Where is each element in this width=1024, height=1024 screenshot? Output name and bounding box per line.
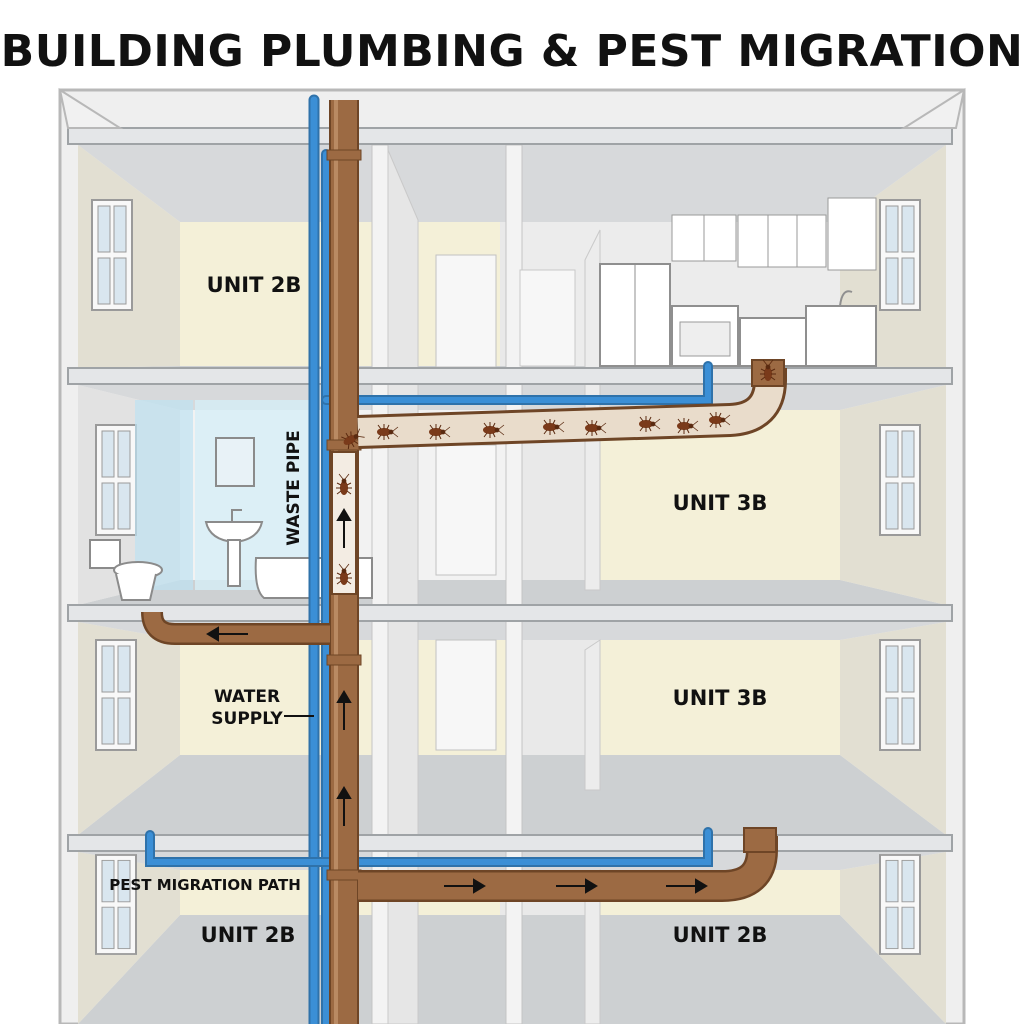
arrow-right-icon: [444, 878, 486, 894]
arrow-right-icon: [556, 878, 598, 894]
arrow-up-icon: [336, 690, 352, 730]
diagram-labels: UNIT 2B UNIT 3B UNIT 3B UNIT 2B UNIT 2B …: [109, 273, 767, 947]
bathroom: [89, 400, 373, 601]
unit-label-top-left: UNIT 2B: [207, 273, 302, 297]
water-supply-pipes: [145, 94, 713, 1024]
waste-pipes: [141, 100, 787, 1024]
arrow-up-icon: [336, 508, 352, 548]
pest-migration-path-label: PEST MIGRATION PATH: [109, 876, 301, 894]
flow-arrows: [206, 508, 708, 894]
waste-pipe-label: WASTE PIPE: [284, 430, 304, 545]
unit-label-upper-right: UNIT 3B: [673, 491, 768, 515]
sink-icon: [204, 509, 264, 587]
arrow-left-icon: [206, 626, 248, 642]
water-supply-label-line2: SUPPLY: [211, 709, 283, 729]
arrow-right-icon: [666, 878, 708, 894]
unit-label-middle-right: UNIT 3B: [673, 686, 768, 710]
unit-label-bottom-left: UNIT 2B: [201, 923, 296, 947]
arrow-up-icon: [336, 786, 352, 826]
water-supply-label-line1: WATER: [214, 687, 280, 707]
diagram-title: BUILDING PLUMBING & PEST MIGRATION: [1, 26, 1024, 77]
toilet-icon: [89, 539, 163, 601]
unit-label-bottom-right: UNIT 2B: [673, 923, 768, 947]
kitchen: [599, 197, 877, 367]
